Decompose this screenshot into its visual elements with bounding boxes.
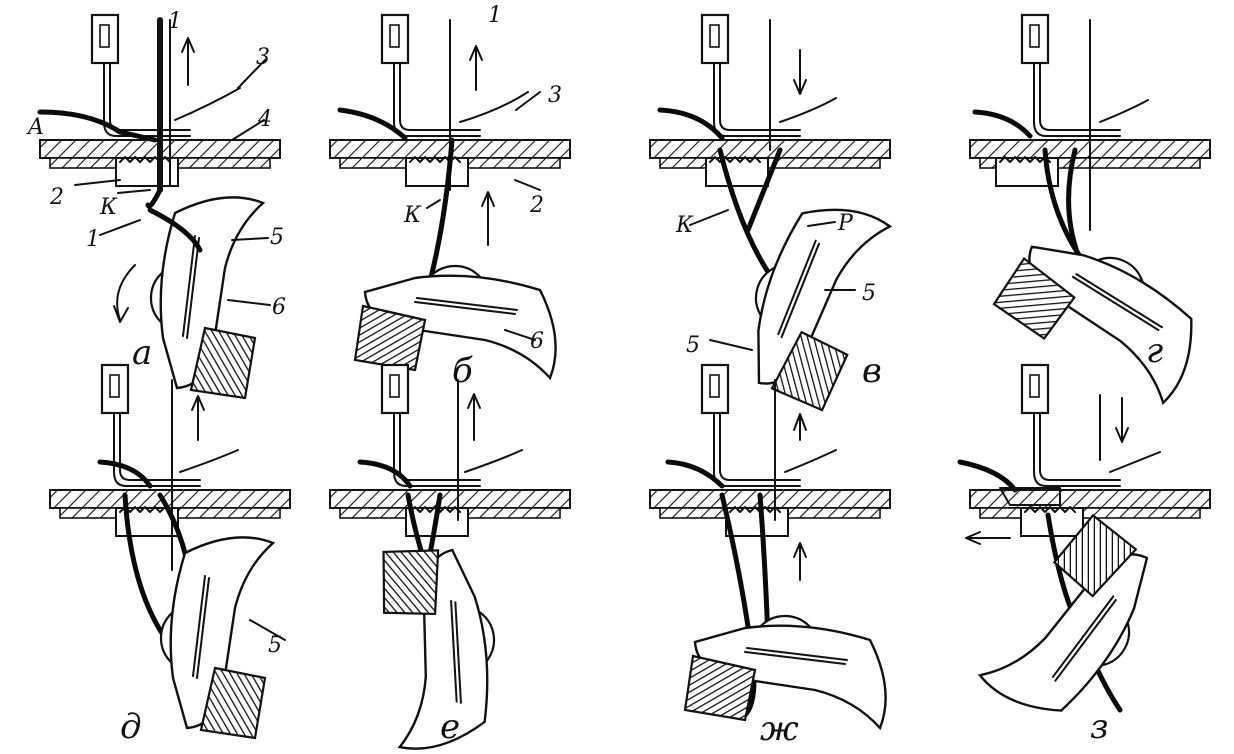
- panel-captions: а б в г д е ж з: [120, 331, 1163, 749]
- label-1-a-bottom: 1: [86, 227, 100, 252]
- panel-zh: [649, 363, 891, 730]
- caption-a: а: [132, 333, 152, 373]
- label-P-v: Р: [837, 211, 854, 236]
- label-K-b: К: [403, 203, 422, 228]
- label-5-d: 5: [268, 633, 282, 658]
- panel-d: [49, 363, 291, 740]
- caption-v: в: [862, 351, 882, 391]
- label-5-v-left: 5: [686, 333, 700, 358]
- label-6-b: 6: [530, 329, 544, 354]
- label-1-a-top: 1: [168, 9, 182, 34]
- label-5-v-right: 5: [862, 281, 876, 306]
- label-2-a: 2: [49, 185, 64, 210]
- label-4-a: 4: [257, 107, 272, 132]
- panel-z: [957, 363, 1211, 738]
- panel-v: [649, 13, 893, 416]
- caption-d: д: [120, 707, 142, 747]
- panel-e: [329, 363, 571, 754]
- label-6-a: 6: [272, 295, 286, 320]
- label-K-v: К: [675, 213, 694, 238]
- label-1-b: 1: [488, 3, 502, 28]
- caption-g: г: [1146, 331, 1163, 371]
- label-3-b: 3: [548, 83, 562, 108]
- label-K-a: К: [99, 195, 118, 220]
- caption-z: з: [1090, 707, 1109, 747]
- caption-zh: ж: [760, 709, 799, 749]
- label-5-a: 5: [270, 225, 284, 250]
- panel-g: [969, 13, 1217, 407]
- label-2-b: 2: [529, 193, 544, 218]
- label-3-a: 3: [256, 45, 270, 70]
- caption-b: б: [452, 351, 473, 391]
- part-labels: 1 1 2 3 4 5 6 A К 1 2 3 6 К К Р 5 5 5: [26, 3, 876, 658]
- label-A: A: [26, 115, 44, 140]
- panel-a: [37, 13, 281, 400]
- caption-e: е: [440, 707, 460, 747]
- panel-b: [329, 13, 571, 380]
